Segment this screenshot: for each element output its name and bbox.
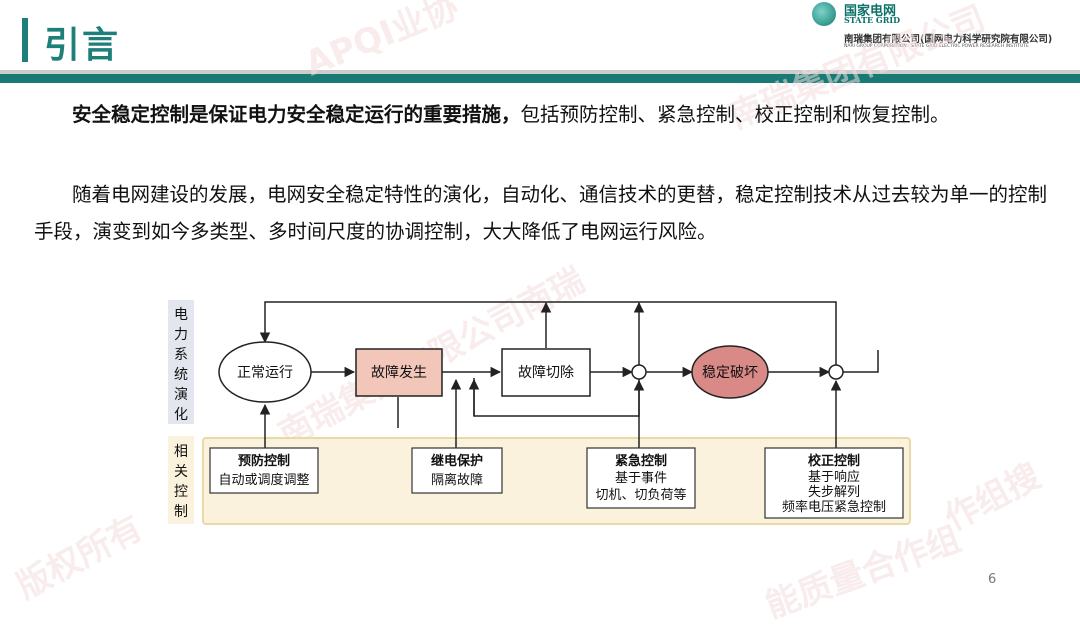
logo-name-cn: 国家电网 — [844, 4, 897, 19]
intro-paragraph-2: 随着电网建设的发展，电网安全稳定特性的演化，自动化、通信技术的更替，稳定控制技术… — [34, 183, 1048, 243]
corrective-control-box — [764, 447, 904, 519]
node-fault-clearance — [501, 348, 591, 397]
preventive-control-box — [209, 447, 319, 494]
title-accent — [22, 18, 28, 62]
control-title: 继电保护 — [431, 453, 483, 469]
row-label-evolution-char: 系 — [174, 347, 188, 363]
node-stability-loss — [691, 345, 769, 399]
control-line: 基于事件 — [615, 471, 667, 486]
control-line: 基于响应 — [808, 469, 860, 485]
logo-company-en: NARI GROUP CORPORATION · STATE GRID ELEC… — [844, 44, 1029, 49]
row-label-evolution-char: 统 — [174, 367, 188, 383]
row-label-control-bg — [168, 436, 194, 524]
control-line: 频率电压紧急控制 — [782, 499, 886, 515]
header-band-teal — [0, 74, 1080, 83]
relay-protection-box — [411, 447, 503, 494]
control-title: 校正控制 — [808, 453, 860, 469]
page-number: 6 — [988, 572, 997, 587]
row-label-evolution-char: 电 — [174, 307, 188, 323]
row-label-control-char: 关 — [174, 464, 188, 480]
emergency-control-box — [586, 447, 696, 509]
control-line: 失步解列 — [808, 485, 860, 500]
flow-output-line — [843, 350, 879, 373]
intro-paragraph-1-bold: 安全稳定控制是保证电力安全稳定运行的重要措施， — [72, 103, 521, 126]
control-title: 紧急控制 — [615, 453, 667, 469]
node-fault-occurrence — [355, 348, 443, 397]
logo-company: 南瑞集团有限公司(国网电力科学研究院有限公司) — [844, 34, 1053, 45]
node-label: 故障发生 — [371, 365, 427, 381]
control-line: 隔离故障 — [431, 472, 483, 488]
related-control-panel — [202, 437, 911, 525]
row-label-control-char: 相 — [174, 444, 188, 460]
summing-junction — [828, 364, 844, 380]
control-line: 自动或调度调整 — [218, 472, 309, 488]
page-title: 引言 — [44, 25, 121, 66]
intro-paragraph-1-rest: 包括预防控制、紧急控制、校正控制和恢复控制。 — [520, 103, 950, 126]
state-grid-emblem-icon — [812, 2, 836, 26]
row-label-evolution-char: 力 — [174, 327, 188, 343]
row-label-control-char: 制 — [174, 504, 188, 520]
title-bar: 引言 国家电网 STATE GRID 南瑞集团有限公司(国网电力科学研究院有限公… — [0, 0, 1080, 88]
row-label-evolution-bg — [168, 300, 194, 424]
stability-control-diagram: 电 力 系 统 演 化 相 关 控 制 — [168, 300, 911, 525]
node-label: 故障切除 — [518, 365, 574, 381]
node-label: 正常运行 — [237, 365, 293, 381]
node-normal-operation — [218, 341, 312, 403]
control-title: 预防控制 — [238, 453, 290, 469]
logo-name-en: STATE GRID — [844, 15, 901, 25]
control-line: 切机、切负荷等 — [595, 487, 686, 503]
node-label: 稳定破坏 — [702, 365, 758, 381]
row-label-evolution-char: 演 — [174, 387, 188, 403]
row-label-evolution-char: 化 — [174, 407, 188, 423]
intro-paragraph-1: 安全稳定控制是保证电力安全稳定运行的重要措施，包括预防控制、紧急控制、校正控制和… — [34, 96, 1048, 133]
summing-junction — [631, 364, 647, 380]
state-grid-logo: 国家电网 STATE GRID 南瑞集团有限公司(国网电力科学研究院有限公司) … — [812, 0, 1080, 56]
row-label-control-char: 控 — [174, 484, 188, 500]
